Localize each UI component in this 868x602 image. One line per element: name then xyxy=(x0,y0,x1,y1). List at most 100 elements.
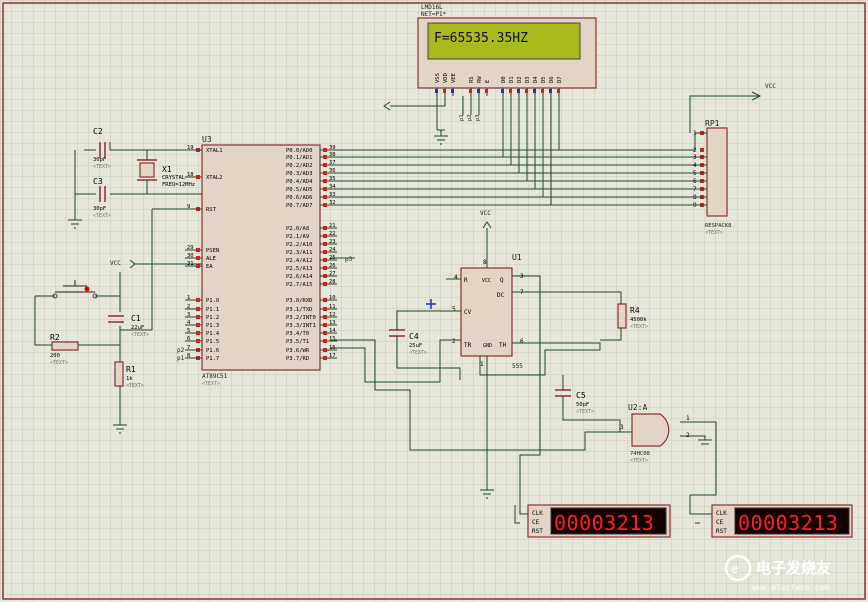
resistor-r2[interactable]: R2 200 <TEXT> xyxy=(50,333,79,366)
and-gate-u2a[interactable]: U2:A 1 2 3 74HC08 <TEXT> xyxy=(620,403,690,464)
mcu-right-pin-marker[interactable] xyxy=(323,163,327,167)
c4-text: <TEXT> xyxy=(409,350,427,356)
crystal-x1[interactable]: X1 CRYSTAL FREQ=12MHz xyxy=(137,159,195,188)
lcd-pin-marker[interactable] xyxy=(501,89,504,93)
timer-pin-vcc: VCC xyxy=(482,278,491,284)
lcd-pin-marker[interactable] xyxy=(517,89,520,93)
mcu-left-pin-marker[interactable] xyxy=(196,175,200,179)
mcu-left-pin-marker[interactable] xyxy=(196,331,200,335)
mcu-left-pin-marker[interactable] xyxy=(196,315,200,319)
lcd-pin-marker[interactable] xyxy=(435,89,438,93)
mcu-right-pin-marker[interactable] xyxy=(323,203,327,207)
probe-marker-icon[interactable] xyxy=(426,299,436,309)
mcu-left-pin-name: P1.1 xyxy=(206,307,219,313)
mcu-right-pin-marker[interactable] xyxy=(323,148,327,152)
mcu-right-pin-marker[interactable] xyxy=(323,195,327,199)
counter-1[interactable]: CLK CE RST 00003213 xyxy=(527,504,671,538)
lcd-pin-marker[interactable] xyxy=(549,89,552,93)
capacitor-c3[interactable]: C3 30pF <TEXT> xyxy=(93,177,111,219)
crystal-freq: FREQ=12MHz xyxy=(162,182,195,188)
mcu-right-pin-num: 34 xyxy=(329,184,336,190)
mcu-right-pin-marker[interactable] xyxy=(323,348,327,352)
mcu-left-pin-marker[interactable] xyxy=(196,339,200,343)
counter-2[interactable]: CLK CE RST 00003213 xyxy=(711,504,853,538)
lcd-pin-marker[interactable] xyxy=(443,89,446,93)
c3-text: <TEXT> xyxy=(93,213,111,219)
lcd-pin-label: D5 xyxy=(541,76,547,83)
resistor-r4[interactable]: R4 4500k <TEXT> xyxy=(617,303,648,330)
rp1-pin-marker[interactable] xyxy=(700,148,704,152)
mcu-right-pin-marker[interactable] xyxy=(323,258,327,262)
mcu-left-pin-marker[interactable] xyxy=(196,323,200,327)
mcu-right-pin-marker[interactable] xyxy=(323,179,327,183)
mcu-left-pin-name: P1.7 xyxy=(206,356,219,362)
lcd-pin-marker[interactable] xyxy=(525,89,528,93)
timer-num-6: 6 xyxy=(520,338,524,345)
mcu-right-pin-marker[interactable] xyxy=(323,266,327,270)
mcu-right-pin-marker[interactable] xyxy=(323,274,327,278)
counter1-clk: CLK xyxy=(532,510,543,517)
mcu-left-pin-name: P1.4 xyxy=(206,331,220,337)
mcu-right-pin-marker[interactable] xyxy=(323,155,327,159)
lcd-pin-label: D0 xyxy=(501,76,507,83)
r1-text: <TEXT> xyxy=(126,383,144,389)
mcu-right-pin-name: P0.1/AD1 xyxy=(286,155,313,161)
mcu-right-pin-num: 15 xyxy=(329,336,336,342)
mcu-left-pin-marker[interactable] xyxy=(196,264,200,268)
c5-ref: C5 xyxy=(576,391,586,400)
mcu-left-pin-marker[interactable] xyxy=(196,307,200,311)
timer-pin-gnd: GND xyxy=(483,343,492,349)
lcd-pin-label: RW xyxy=(477,76,483,83)
mcu-right-pin-marker[interactable] xyxy=(323,315,327,319)
resistor-r1[interactable]: R1 1k <TEXT> xyxy=(114,361,144,389)
mcu-right-pin-marker[interactable] xyxy=(323,187,327,191)
timer-555[interactable]: U1 R VCC Q DC CV TR GND TH 4 8 3 7 5 2 1… xyxy=(452,253,524,370)
mcu-left-pin-num: 8 xyxy=(187,353,190,359)
net-label-lcd-p1: p1 xyxy=(459,114,465,121)
lcd-pin-marker[interactable] xyxy=(557,89,560,93)
mcu-right-pin-marker[interactable] xyxy=(323,242,327,246)
mcu-left-pin-num: 30 xyxy=(187,253,194,259)
mcu-right-pin-num: 27 xyxy=(329,271,336,277)
lcd-pin-marker[interactable] xyxy=(451,89,454,93)
mcu-right-pin-marker[interactable] xyxy=(323,298,327,302)
counter1-value: 00003213 xyxy=(554,511,654,535)
mcu-left-pin-marker[interactable] xyxy=(196,298,200,302)
mcu-left-pin-marker[interactable] xyxy=(196,256,200,260)
mcu-right-pin-marker[interactable] xyxy=(323,331,327,335)
capacitor-c2[interactable]: C2 30pF <TEXT> xyxy=(93,127,111,170)
counter2-ce: CE xyxy=(716,519,724,526)
mcu-right-pin-marker[interactable] xyxy=(323,307,327,311)
mcu-right-pin-marker[interactable] xyxy=(323,356,327,360)
mcu-right-pin-marker[interactable] xyxy=(323,226,327,230)
capacitor-c1[interactable]: C1 22uF <TEXT> xyxy=(108,314,149,338)
vcc-label-mid: VCC xyxy=(480,210,491,217)
timer-pin-dc: DC xyxy=(497,292,505,299)
lcd-pin-label: E xyxy=(485,80,491,83)
mcu-right-pin-name: P2.5/A13 xyxy=(286,266,313,272)
mcu-right-pin-marker[interactable] xyxy=(323,339,327,343)
mcu-right-pin-marker[interactable] xyxy=(323,171,327,175)
mcu-right-pin-marker[interactable] xyxy=(323,282,327,286)
lcd-pin-marker[interactable] xyxy=(469,89,472,93)
mcu-right-pin-marker[interactable] xyxy=(323,250,327,254)
lcd-pin-marker[interactable] xyxy=(477,89,480,93)
mcu-left-pin-marker[interactable] xyxy=(196,248,200,252)
mcu-left-pin-name: XTAL2 xyxy=(206,175,223,181)
wires xyxy=(34,95,760,524)
counter2-rst: RST xyxy=(716,528,727,535)
mcu-left-pin-num: 4 xyxy=(187,320,191,326)
lcd-pin-marker[interactable] xyxy=(485,89,488,93)
vcc-label-left: VCC xyxy=(110,260,121,267)
timer-num-2: 2 xyxy=(452,338,456,345)
mcu-right-pin-marker[interactable] xyxy=(323,323,327,327)
mcu-right-pin-marker[interactable] xyxy=(323,234,327,238)
mcu-right-pin-num: 10 xyxy=(329,295,336,301)
gate-pin-3: 3 xyxy=(620,424,624,431)
lcd-pin-marker[interactable] xyxy=(533,89,536,93)
lcd-pin-marker[interactable] xyxy=(541,89,544,93)
mcu-right-pin-num: 39 xyxy=(329,145,336,151)
lcd-pin-marker[interactable] xyxy=(509,89,512,93)
